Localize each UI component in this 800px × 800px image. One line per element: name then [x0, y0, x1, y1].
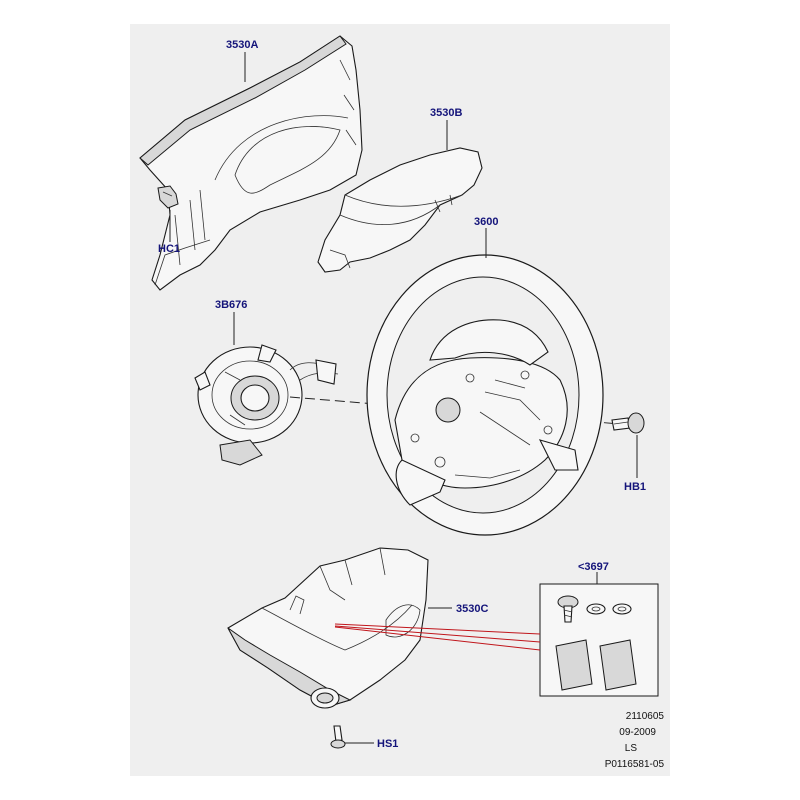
part-3600-steering-wheel	[366, 254, 604, 536]
label-3b676: 3B676	[215, 299, 247, 311]
part-3530b-upper-cover	[317, 147, 483, 273]
label-hb1: HB1	[624, 481, 646, 493]
kit-3697-box	[539, 583, 659, 697]
kit-leader-lines	[334, 623, 541, 651]
label-3530c: 3530C	[456, 603, 488, 615]
footer-date: 09-2009	[619, 727, 656, 738]
callout-leaders	[169, 52, 638, 744]
label-hc1: HC1	[158, 243, 180, 255]
kit-screw	[557, 595, 579, 623]
part-3530a-upper-shroud	[139, 35, 363, 291]
footer-code: LS	[625, 743, 638, 754]
label-3530b: 3530B	[430, 107, 462, 119]
label-hs1: HS1	[377, 738, 398, 750]
part-3530c-lower-shroud	[227, 547, 429, 709]
clip-hc1	[157, 185, 179, 209]
footer-illustration-id: P0116581-05	[605, 759, 665, 770]
screw-hs1	[330, 725, 346, 749]
label-3530a: 3530A	[226, 39, 258, 51]
kit-washer-1	[586, 603, 606, 615]
part-3b676-clockspring	[194, 344, 339, 466]
kit-pad-2	[599, 639, 637, 691]
kit-washer-2	[612, 603, 632, 615]
bolt-hb1	[611, 412, 645, 434]
footer-ref-number: 2110605	[626, 711, 665, 722]
kit-pad-1	[555, 639, 593, 691]
label-3600: 3600	[474, 216, 498, 228]
label-3697: <3697	[578, 561, 609, 573]
